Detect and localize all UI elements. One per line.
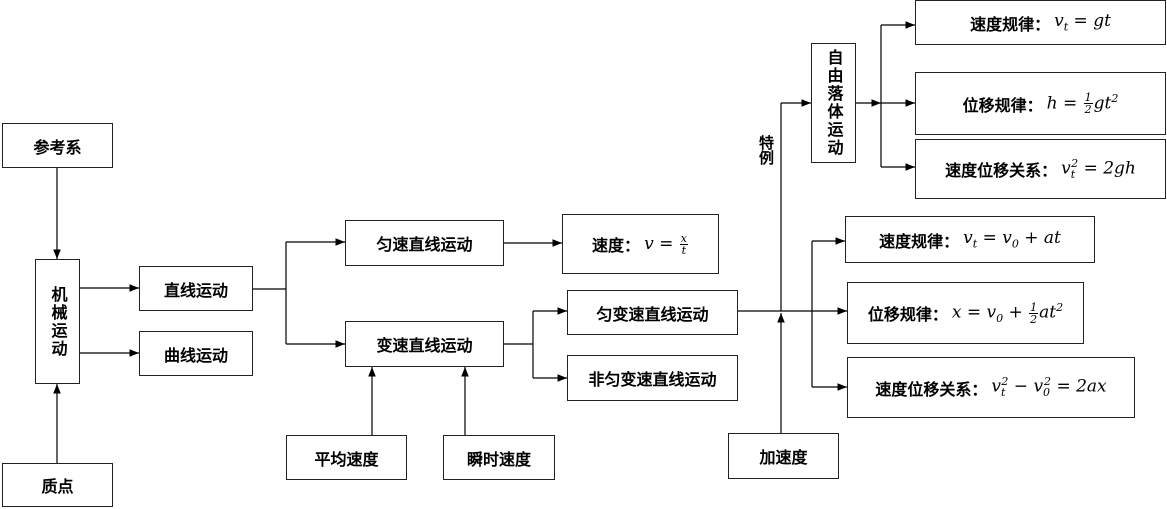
uniformly-variable-label: 匀变速直线运动 [596, 304, 709, 324]
ff-relation-label: 速度位移关系： [945, 161, 1058, 180]
reference-frame-box: 参考系 [2, 123, 113, 168]
uniformly-variable-box: 匀变速直线运动 [567, 290, 738, 335]
branch-linear [253, 242, 287, 344]
ua-velocity-law-box: 速度规律： vt = v0 + at [845, 216, 1095, 263]
ff-velocity-law-formula: vt = gt [1054, 11, 1111, 34]
curved-motion-box: 曲线运动 [139, 331, 253, 376]
instantaneous-speed-label: 瞬时速度 [466, 449, 531, 469]
acceleration-box: 加速度 [728, 433, 839, 479]
instantaneous-speed-box: 瞬时速度 [443, 435, 555, 480]
free-fall-box: 自由落体运动 [811, 43, 856, 163]
variable-linear-label: 变速直线运动 [376, 336, 473, 355]
mechanical-motion-box: 机械运动 [35, 259, 80, 384]
curved-motion-label: 曲线运动 [163, 345, 228, 365]
uniform-linear-box: 匀速直线运动 [345, 220, 504, 266]
non-uniformly-variable-box: 非匀变速直线运动 [567, 355, 738, 401]
ff-displacement-law-label: 位移规律： [962, 95, 1043, 115]
velocity-label: 速度： [592, 236, 641, 255]
particle-box: 质点 [2, 463, 113, 507]
variable-linear-box: 变速直线运动 [345, 321, 504, 367]
ff-velocity-law-box: 速度规律： vt = gt [915, 0, 1166, 45]
average-speed-label: 平均速度 [314, 449, 379, 469]
free-fall-label: 自由落体运动 [824, 49, 844, 157]
acceleration-label: 加速度 [759, 448, 808, 467]
linear-motion-box: 直线运动 [139, 266, 253, 311]
special-case-label: 特例 [757, 135, 775, 165]
average-speed-box: 平均速度 [286, 435, 407, 480]
mechanical-motion-label: 机械运动 [48, 285, 68, 358]
ff-relation-box: 速度位移关系： vt2 = 2gh [915, 139, 1166, 199]
ff-relation-formula: vt2 = 2gh [1061, 156, 1136, 182]
particle-label: 质点 [41, 477, 74, 496]
branch-variable [504, 311, 534, 378]
non-uniformly-variable-label: 非匀变速直线运动 [588, 370, 717, 389]
ua-relation-box: 速度位移关系： vt2 − v02 = 2ax [847, 357, 1135, 418]
ua-displacement-law-label: 位移规律： [867, 305, 948, 324]
ua-velocity-law-label: 速度规律： [879, 231, 960, 251]
reference-frame-label: 参考系 [33, 137, 82, 157]
uniform-linear-label: 匀速直线运动 [376, 235, 473, 254]
ua-relation-label: 速度位移关系： [875, 379, 988, 399]
ua-relation-formula: vt2 − v02 = 2ax [991, 375, 1107, 400]
linear-motion-label: 直线运动 [163, 280, 228, 300]
ua-velocity-law-formula: vt = v0 + at [963, 228, 1061, 251]
ff-velocity-law-label: 速度规律： [970, 14, 1051, 34]
